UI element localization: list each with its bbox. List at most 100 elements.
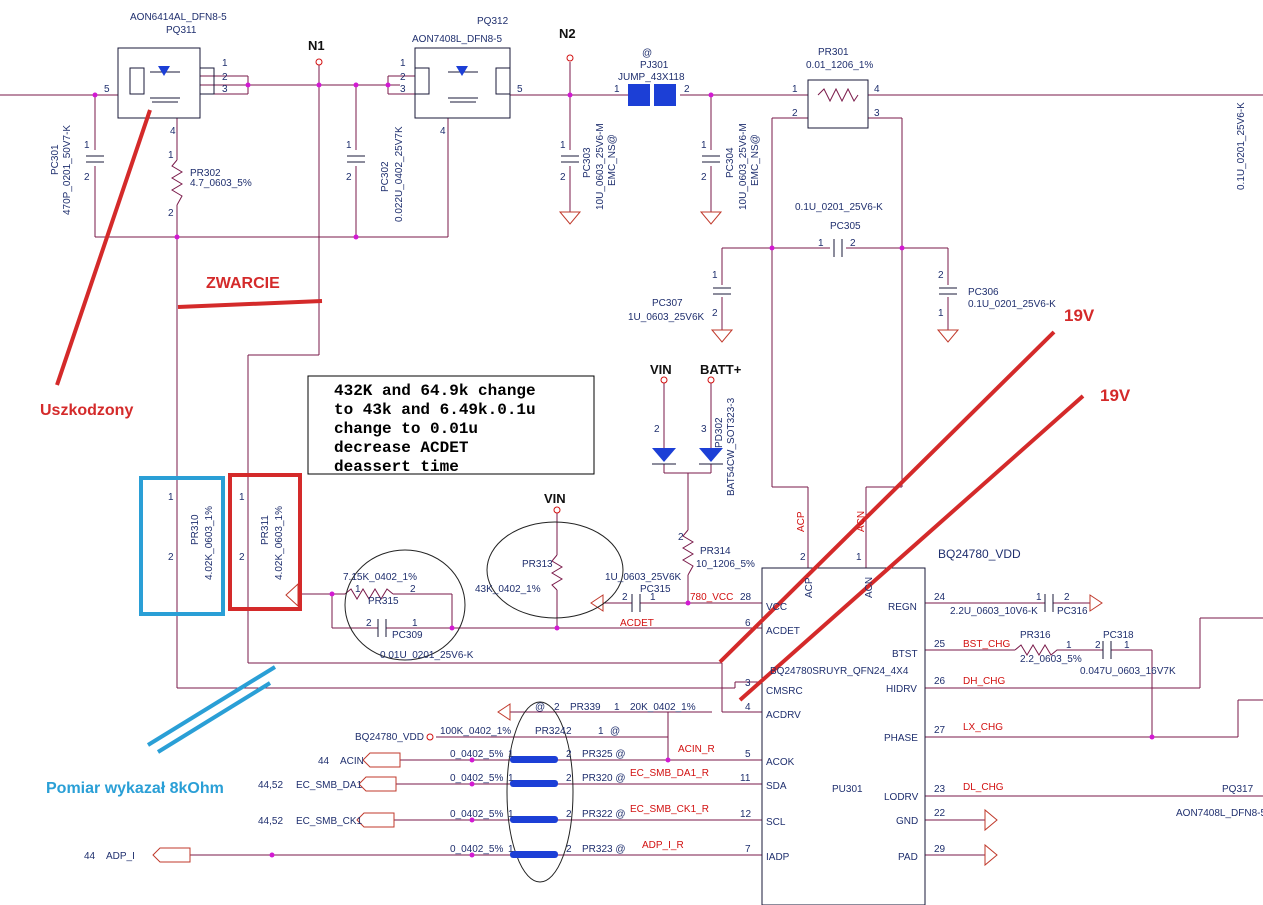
pq311-value: AON6414AL_DFN8-5 (130, 12, 227, 23)
svg-text:1: 1 (222, 58, 228, 69)
annotations: ZWARCIE Uszkodzony 19V 19V Pomiar wykaza… (40, 275, 1131, 797)
pr339-value: 20K_0402_1% (630, 702, 696, 713)
pc302-value: 0.022U_0402_25V7K (394, 126, 405, 222)
pc316-ref: PC316 (1057, 606, 1088, 617)
pin-acn: ACN (864, 577, 875, 598)
ic-part: BQ24780SRUYR_QFN24_4X4 (770, 666, 909, 677)
svg-text:1: 1 (239, 492, 245, 503)
svg-text:2: 2 (566, 773, 572, 784)
svg-text:2: 2 (1064, 592, 1070, 603)
conn-acin-num: 44 (318, 756, 330, 767)
svg-text:2: 2 (346, 172, 352, 183)
pr339-ref: PR339 (570, 702, 601, 713)
pr325-value: 0_0402_5% (450, 749, 503, 760)
pd302-ref: PD302 (714, 417, 725, 448)
pc316-value: 2.2U_0603_10V6-K (950, 606, 1038, 617)
svg-text:1: 1 (412, 618, 418, 629)
net-vin-mid: VIN (544, 491, 566, 506)
pr324-ref: PR324 (535, 726, 566, 737)
part-labels: AON6414AL_DFN8-5 PQ311 PQ312 AON7408L_DF… (50, 12, 1263, 855)
svg-text:2: 2 (712, 308, 718, 319)
pc304-ns: EMC_NS@ (750, 134, 761, 186)
svg-text:1: 1 (1066, 640, 1072, 651)
mosfet-pq312 (414, 47, 511, 119)
pr323-value: 0_0402_5% (450, 844, 503, 855)
pr302-value: 4.7_0603_5% (190, 178, 252, 189)
svg-text:5: 5 (517, 84, 523, 95)
net-acin-r: ACIN_R (678, 744, 715, 755)
svg-text:1: 1 (938, 308, 944, 319)
svg-text:1: 1 (818, 238, 824, 249)
net-batt: BATT+ (700, 362, 742, 377)
pr322-ref: PR322 @ (582, 809, 626, 820)
svg-text:2: 2 (222, 72, 228, 83)
pq311-ref: PQ311 (166, 25, 197, 36)
pr320-value: 0_0402_5% (450, 773, 503, 784)
net-bq-vdd: BQ24780_VDD (938, 547, 1021, 561)
pr316-ref: PR316 (1020, 630, 1051, 641)
pin-phase-num: 27 (934, 725, 946, 736)
svg-text:1: 1 (614, 84, 620, 95)
net-n2: N2 (559, 26, 576, 41)
pr311-ref: PR311 (260, 515, 271, 545)
svg-text:3: 3 (874, 108, 880, 119)
pin-btst: BTST (892, 649, 918, 660)
svg-text:1: 1 (598, 726, 604, 737)
svg-text:2: 2 (684, 84, 690, 95)
note-line-4: decrease ACDET (334, 439, 469, 457)
pin-phase: PHASE (884, 733, 918, 744)
pc305-ref: PC305 (830, 221, 861, 232)
net-labels: N1 N2 VIN BATT+ VIN BQ24780_VDD BQ24780_… (308, 26, 1021, 851)
pj301-ref: PJ301 (640, 60, 669, 71)
svg-text:2: 2 (678, 532, 684, 543)
pc302-ref: PC302 (380, 161, 391, 192)
svg-text:3: 3 (400, 84, 406, 95)
svg-text:4: 4 (874, 84, 880, 95)
svg-text:2: 2 (239, 552, 245, 563)
svg-text:1: 1 (701, 140, 707, 151)
note-line-5: deassert time (334, 458, 459, 476)
net-dh-chg: DH_CHG (963, 676, 1005, 687)
pc303-ns: EMC_NS@ (607, 134, 618, 186)
pin-lodrv: LODRV (884, 792, 919, 803)
pc301-ref: PC301 (50, 144, 61, 175)
conn-adp-i-num: 44 (84, 851, 96, 862)
label-19v-a: 19V (1064, 306, 1095, 325)
net-acn: ACN (856, 511, 867, 532)
pr310-ref: PR310 (190, 514, 201, 545)
svg-text:2: 2 (554, 702, 560, 713)
net-acdet: ACDET (620, 618, 654, 629)
conn-adp-i: ADP_I (106, 851, 135, 862)
pc303-value: 10U_0603_25V6-M (595, 123, 606, 210)
pc301-value: 470P_0201_50V7-K (62, 125, 73, 215)
pr316-value: 2.2_0603_5% (1020, 654, 1082, 665)
annotation-marks (55, 109, 1085, 754)
svg-text:2: 2 (84, 172, 90, 183)
label-uszkodzony: Uszkodzony (40, 402, 133, 419)
svg-text:2: 2 (168, 208, 174, 219)
pin-iadp: IADP (766, 852, 790, 863)
pin-acp: ACP (804, 577, 815, 598)
pin-gnd: GND (896, 816, 918, 827)
svg-text:1: 1 (168, 492, 174, 503)
svg-text:2: 2 (366, 618, 372, 629)
svg-text:2: 2 (701, 172, 707, 183)
pq312-ref: PQ312 (477, 16, 509, 27)
svg-text:5: 5 (104, 84, 110, 95)
highlight-box-pr310 (139, 476, 225, 616)
pin-cmsrc: CMSRC (766, 686, 803, 697)
pq317-ref: PQ317 (1222, 784, 1254, 795)
ic-ref: PU301 (832, 784, 863, 795)
pr324-value: 100K_0402_1% (440, 726, 511, 737)
pin-pad: PAD (898, 852, 918, 863)
pin-acok-num: 5 (745, 749, 751, 760)
highlight-box-pr311 (228, 473, 302, 611)
svg-text:2: 2 (566, 844, 572, 855)
svg-text:3: 3 (222, 84, 228, 95)
svg-text:2: 2 (566, 749, 572, 760)
pr313-value: 43K_0402_1% (475, 584, 541, 595)
pin-acok: ACOK (766, 757, 795, 768)
svg-text:2: 2 (622, 592, 628, 603)
connector-labels: 44 ACIN 44,52 EC_SMB_DA1 44,52 EC_SMB_CK… (84, 756, 364, 862)
